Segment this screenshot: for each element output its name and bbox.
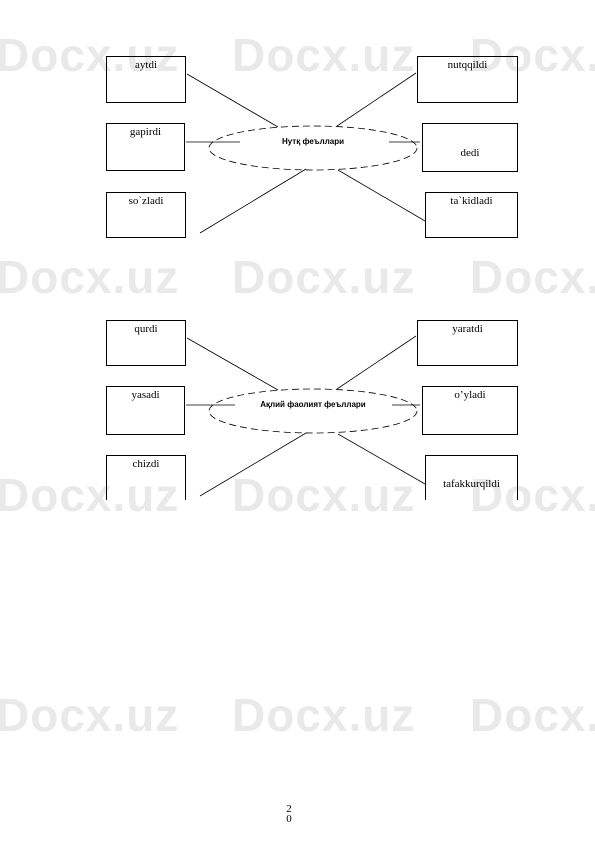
watermark: Docx.uz: [470, 469, 595, 521]
connector-line: [199, 168, 307, 234]
box-mid-left: yasadi: [106, 386, 185, 435]
connector-line: [186, 73, 279, 128]
box-label: nutqqildi: [447, 59, 488, 71]
box-label: yaratdi: [452, 323, 483, 335]
connector-line: [337, 169, 426, 222]
box-label: gapirdi: [129, 126, 162, 138]
box-label: so`zladi: [128, 195, 164, 207]
watermark: Docx.uz: [0, 251, 180, 303]
watermark: Docx.uz: [470, 689, 595, 741]
page-number-digit: 2: [286, 803, 292, 815]
center-ellipse: [208, 125, 418, 171]
watermark: Docx.uz: [232, 689, 416, 741]
box-label: tafakkurqildi: [443, 478, 500, 490]
box-label: ta`kidladi: [450, 195, 493, 207]
watermark: Docx.uz: [470, 29, 595, 81]
box-mid-right: dedi: [422, 123, 518, 172]
page-number-digit: 0: [286, 813, 292, 825]
page-number: 2 0: [283, 803, 295, 825]
connector-line: [199, 432, 307, 497]
connector-line: [337, 433, 426, 485]
watermark: Docx.uz: [0, 689, 180, 741]
watermark: Docx.uz: [232, 469, 416, 521]
diagram-title: Ақлий фаолият феъллари: [260, 400, 366, 409]
diagram-title: Нутқ феъллари: [281, 137, 345, 146]
box-label: chizdi: [132, 458, 160, 470]
box-top-right: nutqqildi: [417, 56, 518, 103]
watermark: Docx.uz: [470, 251, 595, 303]
box-label: yasadi: [131, 389, 160, 401]
watermark: Docx.uz: [0, 29, 180, 81]
box-bottom-right: ta`kidladi: [425, 192, 518, 238]
box-label: aytdi: [135, 59, 157, 71]
box-bottom-left: so`zladi: [106, 192, 186, 238]
box-bottom-left: chizdi: [106, 455, 186, 500]
box-label: dedi: [460, 147, 480, 159]
watermark: Docx.uz: [232, 251, 416, 303]
box-top-right: yaratdi: [417, 320, 518, 366]
connector-line: [336, 335, 417, 390]
box-mid-right: o’yladi: [422, 386, 518, 435]
box-label: qurdi: [134, 323, 158, 335]
box-mid-left: gapirdi: [106, 123, 185, 171]
box-top-left: aytdi: [106, 56, 186, 103]
connector-line: [186, 337, 279, 391]
connector-line: [336, 72, 417, 127]
box-bottom-right: tafakkurqildi: [425, 455, 518, 500]
center-ellipse: [208, 388, 418, 434]
watermark: Docx.uz: [0, 469, 180, 521]
box-label: o’yladi: [454, 389, 486, 401]
box-top-left: qurdi: [106, 320, 186, 366]
watermark: Docx.uz: [232, 29, 416, 81]
